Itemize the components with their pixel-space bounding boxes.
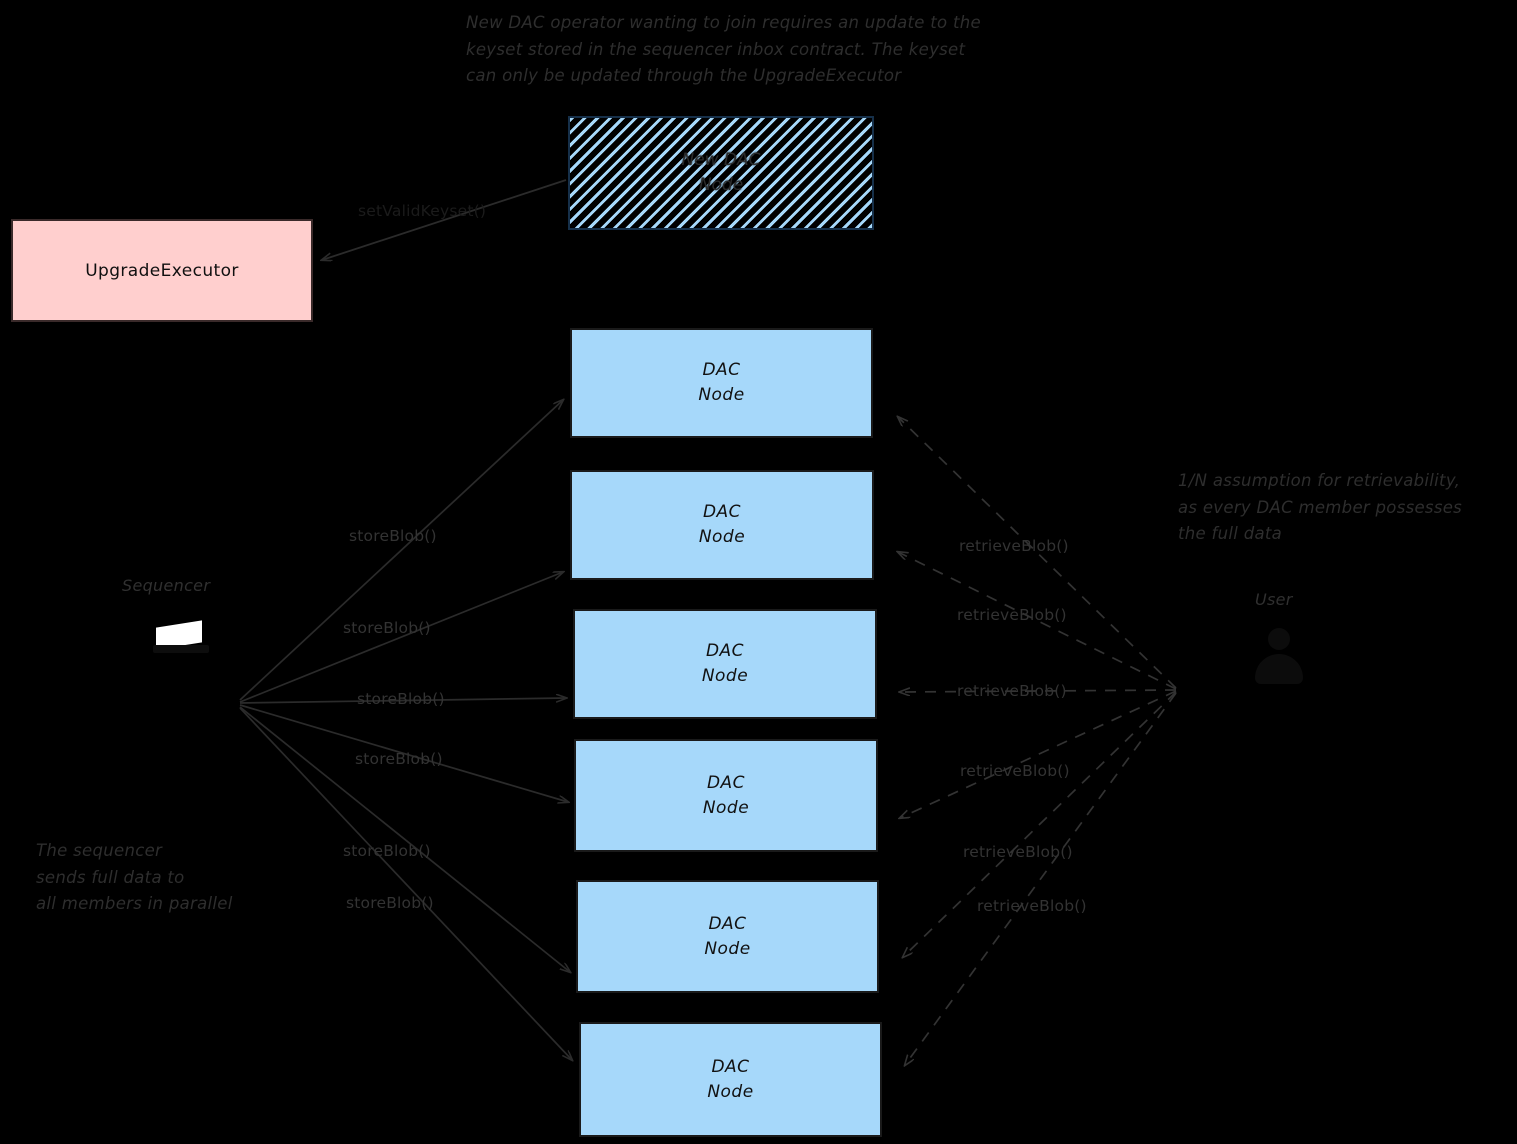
edge-label-retrieve-blob-4: retrieveBlob() bbox=[960, 762, 1070, 780]
dac-node-box-6[interactable]: DAC Node bbox=[579, 1022, 882, 1137]
edge-label-store-blob-6: storeBlob() bbox=[346, 894, 434, 912]
edge-group-retrieve-blob bbox=[898, 417, 1177, 1065]
new-dac-node-label-line2: Node bbox=[698, 175, 744, 195]
dac-node-label-line2: Node bbox=[707, 1081, 754, 1102]
dac-node-box-2[interactable]: DAC Node bbox=[570, 470, 874, 580]
edge-label-retrieve-blob-1: retrieveBlob() bbox=[959, 537, 1069, 555]
edge-label-retrieve-blob-5: retrieveBlob() bbox=[963, 843, 1073, 861]
edge-label-retrieve-blob-2: retrieveBlob() bbox=[957, 606, 1067, 624]
new-dac-node-label-line1: New DAC bbox=[681, 150, 761, 171]
edge-label-retrieve-blob-3: retrieveBlob() bbox=[957, 682, 1067, 700]
dac-node-label-line1: DAC bbox=[711, 1056, 750, 1077]
dac-node-label-line2: Node bbox=[698, 527, 746, 547]
edge-label-store-blob-3: storeBlob() bbox=[357, 690, 445, 708]
dac-node-label-line2: Node bbox=[698, 385, 745, 405]
upgrade-executor-label: UpgradeExecutor bbox=[85, 260, 239, 281]
dac-node-box-1[interactable]: DAC Node bbox=[570, 328, 873, 438]
dac-node-label-line1: DAC bbox=[702, 502, 742, 523]
edge-label-store-blob-1: storeBlob() bbox=[349, 527, 437, 545]
new-dac-node-box[interactable]: New DAC Node bbox=[568, 116, 874, 230]
dac-node-box-4[interactable]: DAC Node bbox=[574, 739, 878, 852]
edge-label-store-blob-4: storeBlob() bbox=[355, 750, 443, 768]
laptop-base bbox=[153, 645, 209, 653]
person-icon bbox=[1252, 628, 1306, 686]
dac-node-box-3[interactable]: DAC Node bbox=[573, 609, 877, 719]
dac-node-label-line2: Node bbox=[702, 797, 750, 818]
edge-label-store-blob-5: storeBlob() bbox=[343, 842, 431, 860]
edge-label-retrieve-blob-6: retrieveBlob() bbox=[977, 897, 1087, 915]
dac-node-box-5[interactable]: DAC Node bbox=[576, 880, 879, 993]
edge-set-valid-keyset bbox=[322, 179, 567, 260]
person-head bbox=[1268, 628, 1290, 650]
edge-label-store-blob-2: storeBlob() bbox=[343, 619, 431, 637]
note-retrievability: 1/N assumption for retrievability, as ev… bbox=[1178, 471, 1463, 544]
user-label: User bbox=[1255, 590, 1293, 609]
dac-node-label-line1: DAC bbox=[706, 772, 746, 793]
sequencer-label: Sequencer bbox=[122, 576, 211, 595]
edge-label-set-valid-keyset: setValidKeyset() bbox=[358, 202, 487, 220]
dac-node-label-line2: Node bbox=[704, 938, 751, 959]
dac-node-label-line2: Node bbox=[701, 666, 749, 686]
person-body bbox=[1255, 654, 1303, 684]
note-top: New DAC operator wanting to join require… bbox=[466, 13, 981, 86]
dac-node-label-line1: DAC bbox=[702, 360, 741, 381]
dac-node-label-line1: DAC bbox=[708, 913, 747, 934]
upgrade-executor-box[interactable]: UpgradeExecutor bbox=[11, 219, 313, 322]
note-sequencer: The sequencer sends full data to all mem… bbox=[36, 841, 233, 914]
edge-group-store-blob bbox=[239, 400, 572, 1060]
laptop-icon bbox=[153, 620, 209, 656]
dac-node-label-line1: DAC bbox=[705, 641, 745, 662]
